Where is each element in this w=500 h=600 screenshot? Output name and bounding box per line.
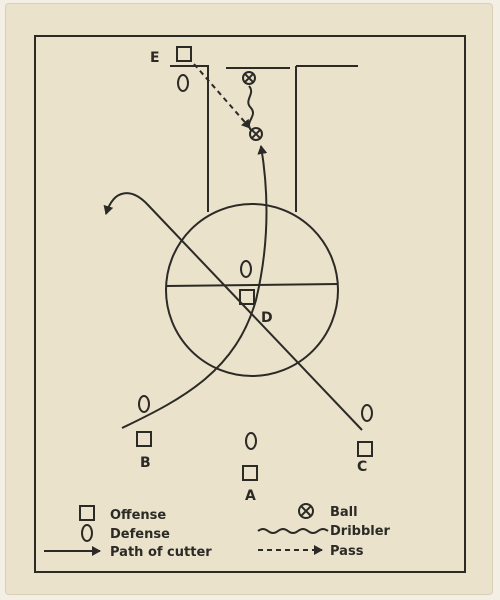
player-label-b: B <box>140 455 151 471</box>
defense-d-marker <box>240 260 252 278</box>
dribbler-path <box>247 85 254 131</box>
offense-e-marker <box>176 46 192 62</box>
legend-offense-icon <box>79 505 95 521</box>
free-throw-line <box>165 283 339 287</box>
legend-ball-icon <box>298 503 314 519</box>
ball-icon <box>242 71 256 85</box>
player-label-a: A <box>245 488 256 504</box>
offense-a-marker <box>242 465 258 481</box>
cutter-path-c <box>103 192 363 431</box>
lane-left-line <box>170 65 209 212</box>
legend-defense-icon <box>81 524 93 542</box>
player-label-c: C <box>357 459 367 475</box>
defense-e-marker <box>177 74 189 92</box>
legend-ball-label: Ball <box>330 505 358 520</box>
legend-offense-label: Offense <box>110 508 166 523</box>
offense-b-marker <box>136 431 152 447</box>
cutter-path-b <box>121 145 268 429</box>
legend-cutter-label: Path of cutter <box>110 545 212 560</box>
pass-arrow <box>193 63 251 129</box>
legend-defense-label: Defense <box>110 527 170 542</box>
offense-d-marker <box>239 289 255 305</box>
defense-b-marker <box>138 395 150 413</box>
legend-dribbler-icon <box>257 528 329 534</box>
offense-c-marker <box>357 441 373 457</box>
player-label-e: E <box>150 50 160 66</box>
legend-dribbler-label: Dribbler <box>330 524 391 539</box>
legend-pass-label: Pass <box>330 544 364 559</box>
legend: Offense Defense Path of cutter Ball Drib… <box>44 503 391 560</box>
player-label-d: D <box>261 310 273 326</box>
defense-c-marker <box>361 404 373 422</box>
diagram-frame <box>34 35 466 573</box>
baseline-right <box>226 65 358 69</box>
ball-icon <box>249 127 263 141</box>
defense-a-marker <box>245 432 257 450</box>
free-throw-circle <box>165 203 339 377</box>
